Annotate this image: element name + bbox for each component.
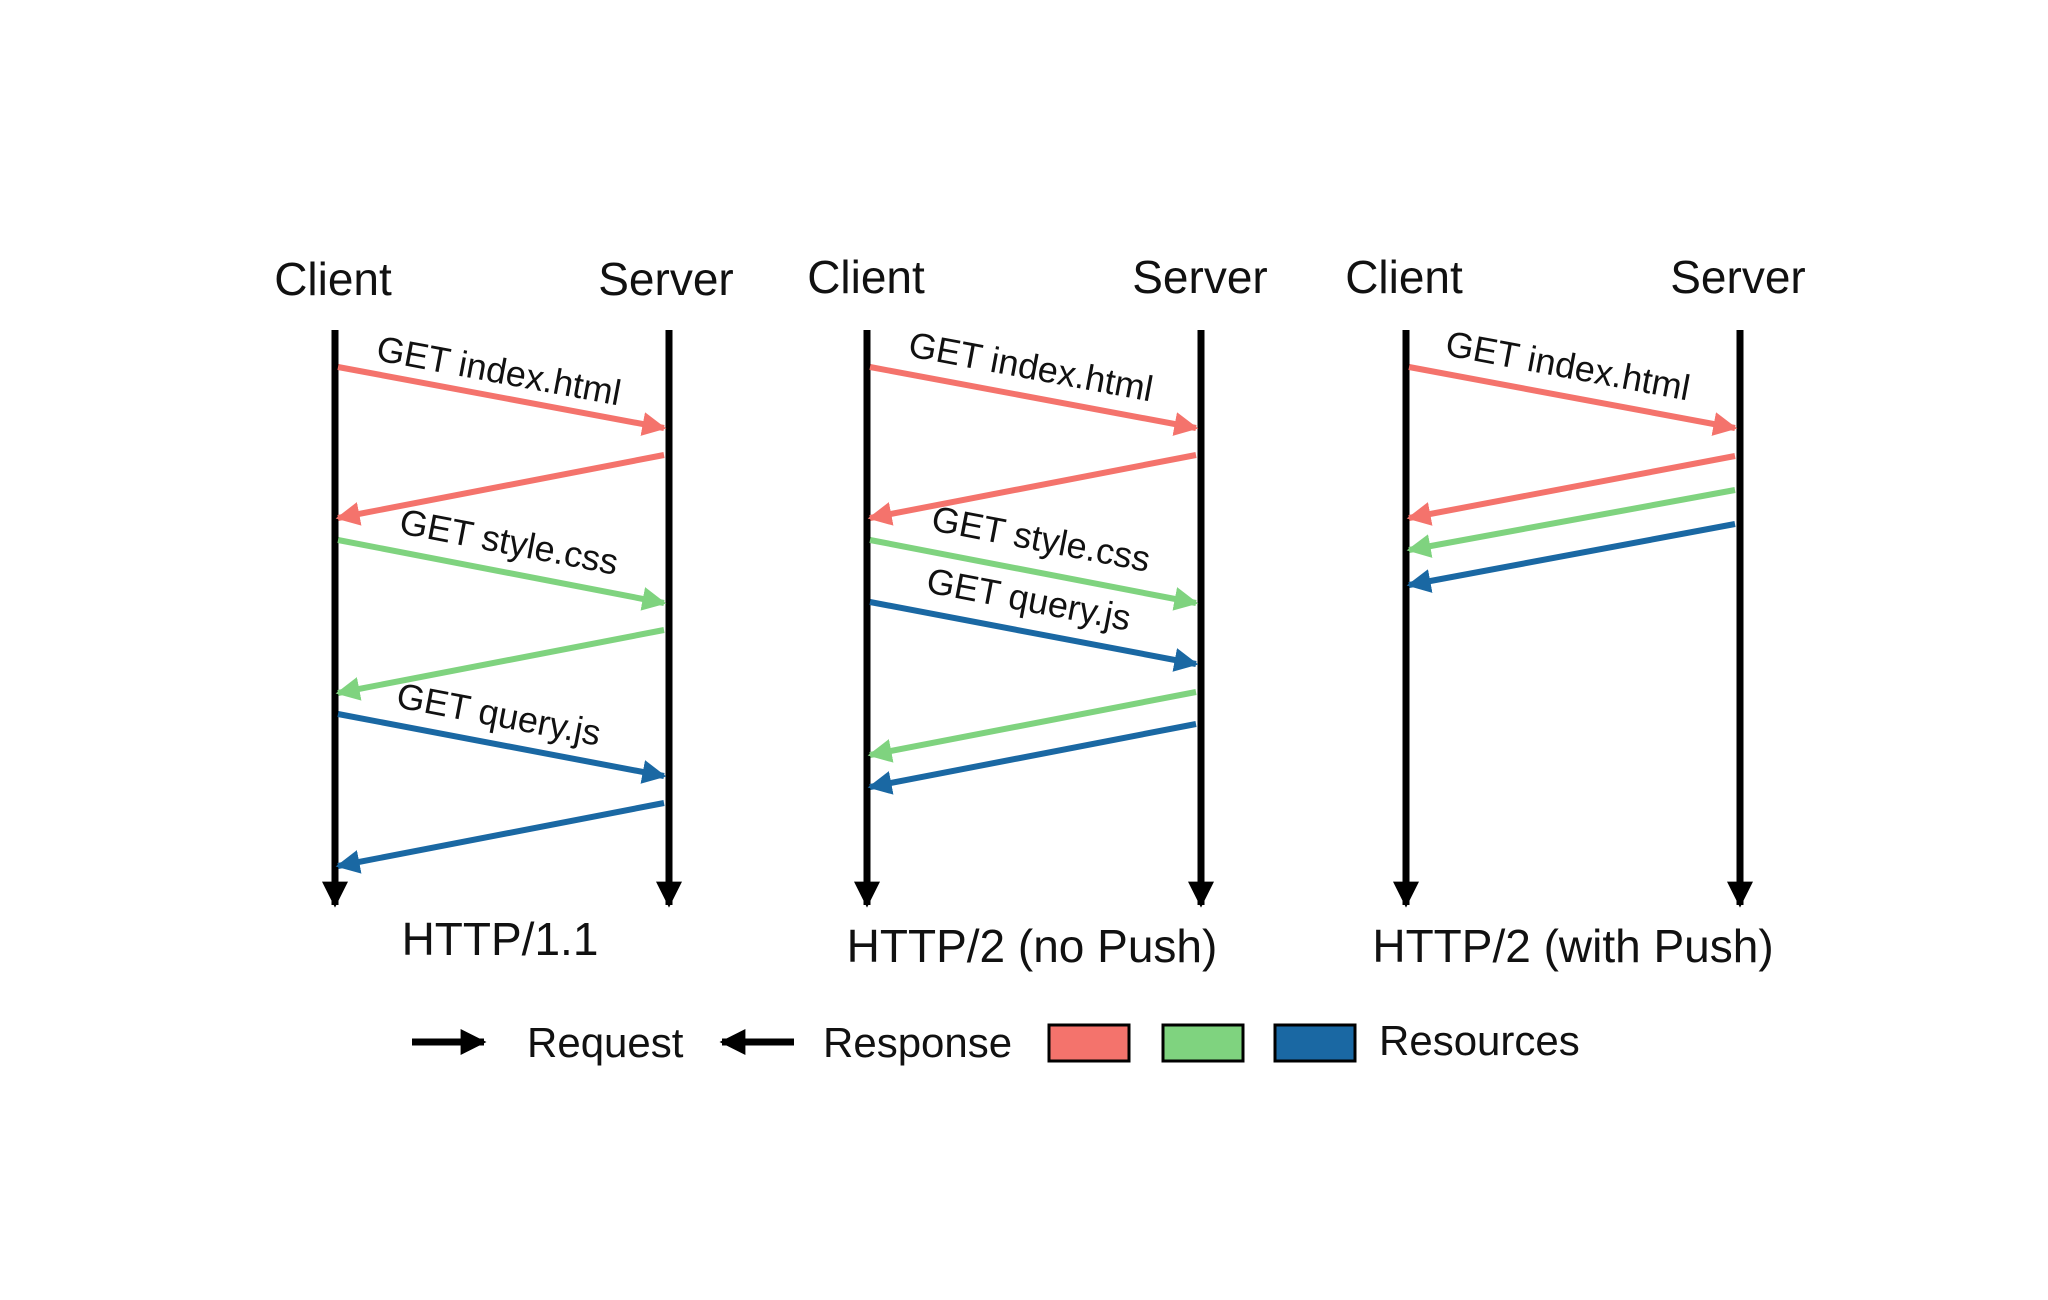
request-arrow-js: [869, 599, 1199, 672]
server-label: Server: [1132, 251, 1267, 303]
legend-swatch-css: [1161, 1023, 1245, 1063]
response-arrow-html: [867, 452, 1197, 526]
pushed-response-arrow-js: [1406, 521, 1736, 593]
legend-resources-label: Resources: [1379, 1017, 1580, 1064]
legend-swatch-js: [1273, 1023, 1357, 1063]
panel-caption: HTTP/2 (with Push): [1372, 920, 1773, 972]
response-arrow-html: [335, 452, 665, 526]
client-label: Client: [274, 253, 392, 305]
client-label: Client: [807, 251, 925, 303]
response-arrow-js: [335, 800, 665, 874]
panel-http2-with-push: Client Server GET index.html HTTP/2 (wit…: [1345, 251, 1806, 972]
legend: Request Response Resources: [412, 1017, 1580, 1066]
response-arrow-html: [1406, 453, 1736, 526]
request-label-html: GET index.html: [374, 328, 625, 414]
panel-http2-no-push: Client Server GET index.html GET style.c…: [807, 251, 1268, 972]
legend-swatch-html: [1047, 1023, 1131, 1063]
request-arrow-html: [337, 364, 667, 436]
response-arrow-css: [867, 689, 1197, 763]
request-arrow-html: [869, 364, 1199, 436]
request-arrow-css: [869, 537, 1199, 611]
panel-caption: HTTP/2 (no Push): [847, 920, 1218, 972]
response-arrow-css: [335, 627, 665, 701]
legend-response-label: Response: [823, 1019, 1012, 1066]
client-label: Client: [1345, 251, 1463, 303]
request-arrow-js: [337, 711, 667, 784]
panel-http11: Client Server GET index.html GET style.c…: [274, 253, 734, 965]
server-label: Server: [1670, 251, 1805, 303]
panel-caption: HTTP/1.1: [402, 913, 599, 965]
pushed-response-arrow-css: [1406, 487, 1736, 558]
server-label: Server: [598, 253, 733, 305]
legend-request-label: Request: [527, 1019, 684, 1066]
request-arrow-css: [337, 537, 667, 611]
request-arrow-html: [1408, 364, 1738, 436]
response-arrow-js: [867, 721, 1197, 795]
